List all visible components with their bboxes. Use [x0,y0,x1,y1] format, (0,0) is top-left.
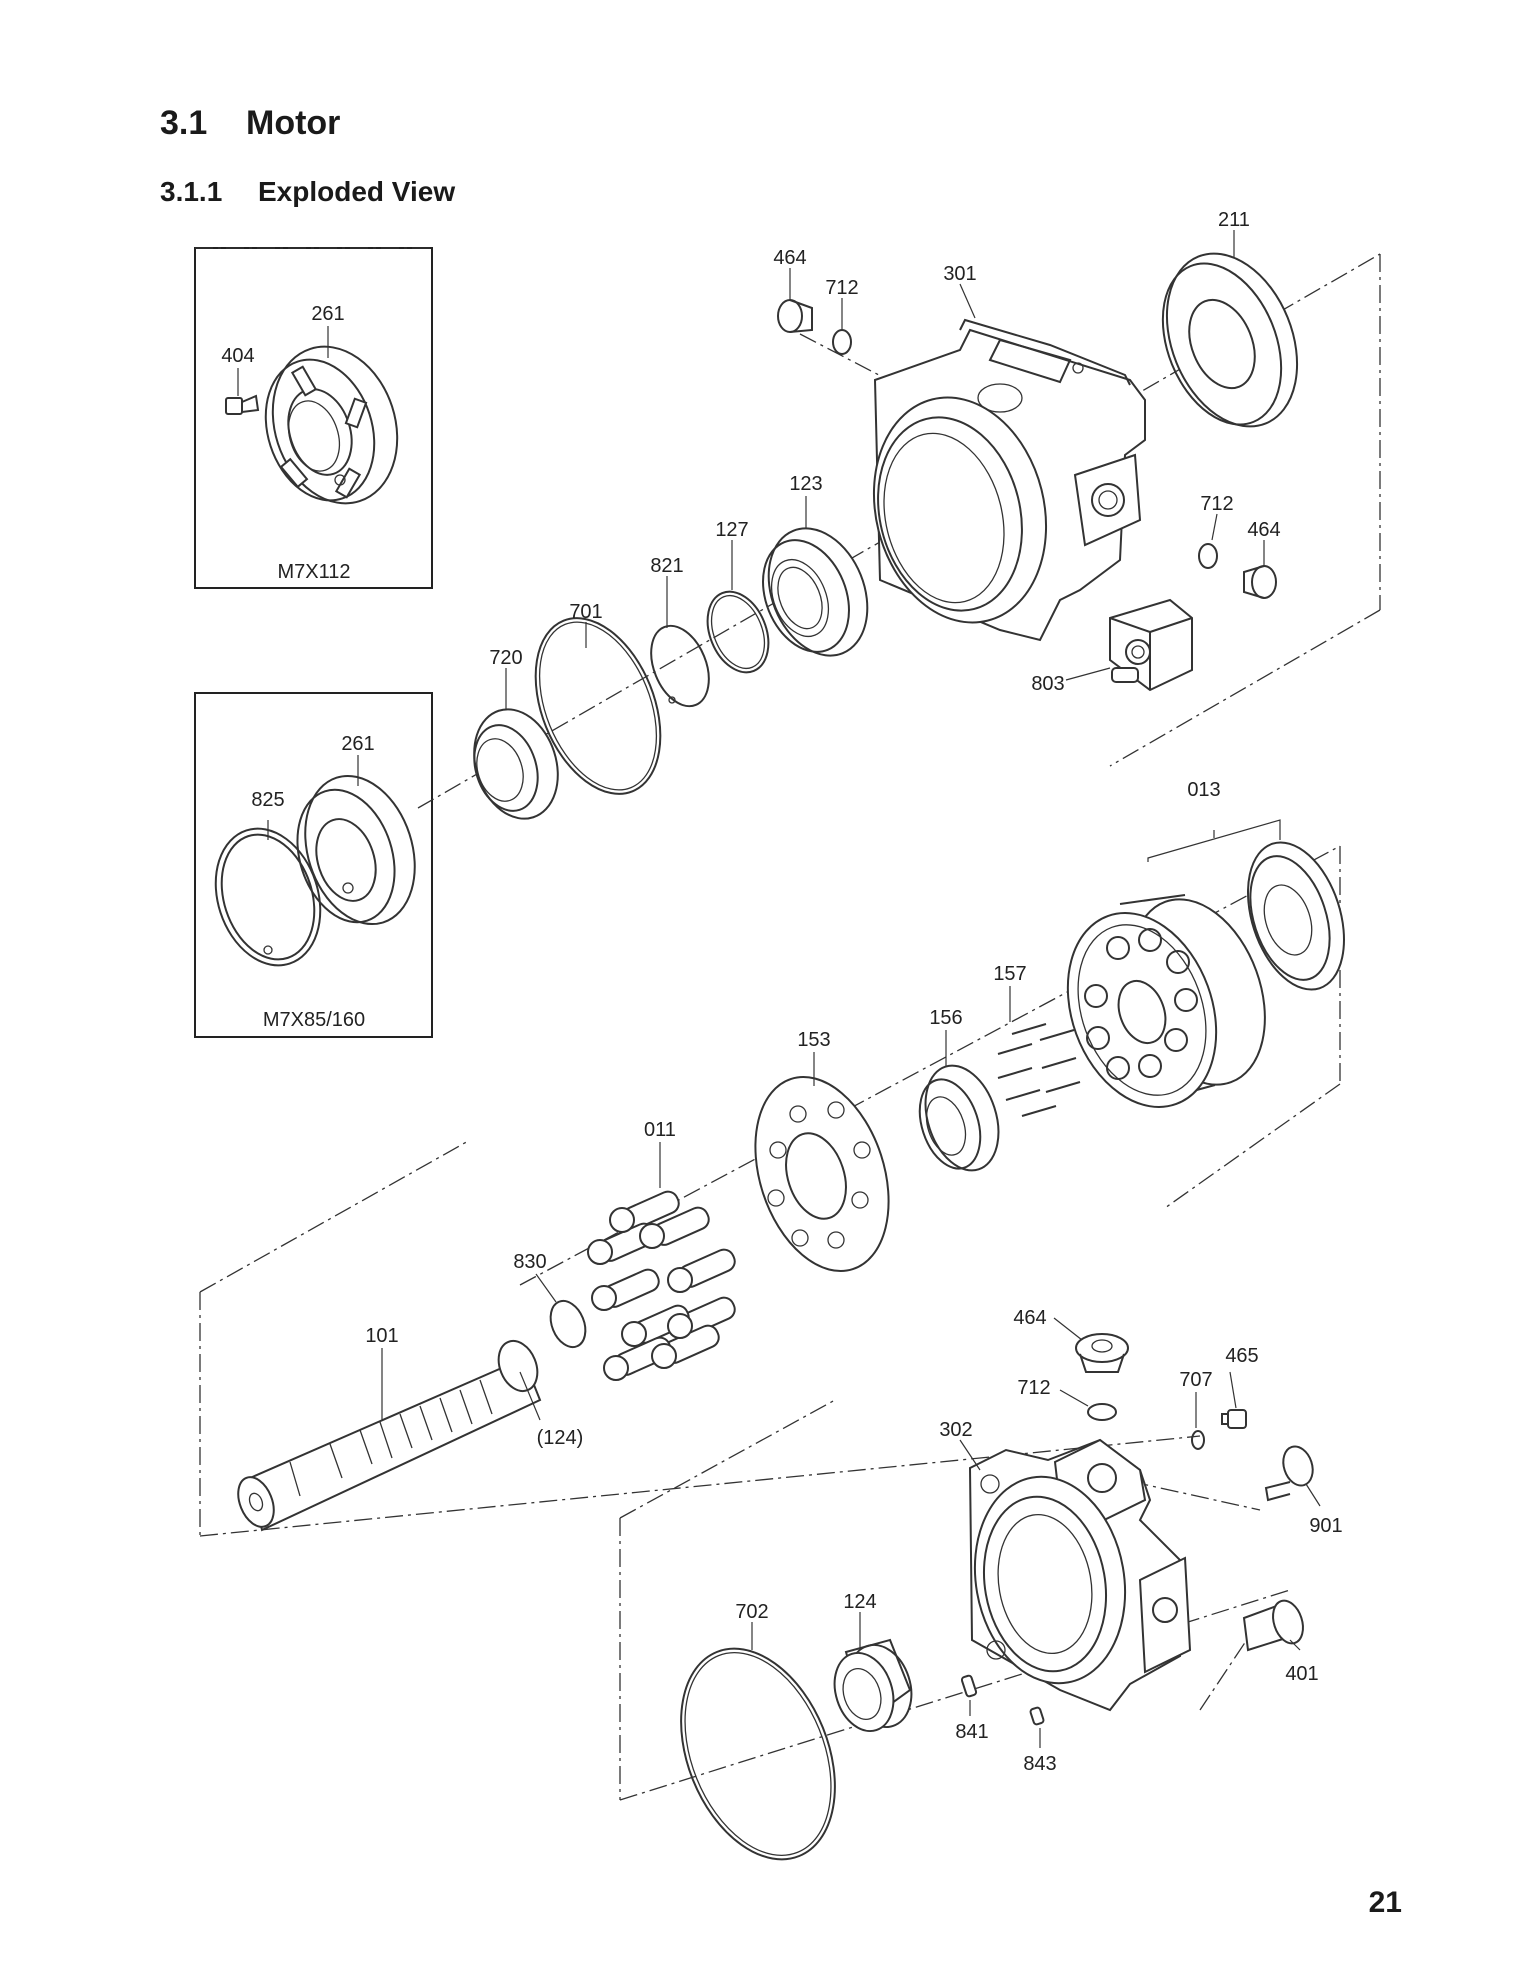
part-101-drive-shaft [237,1339,542,1532]
label-464: 464 [773,247,806,269]
part-153-retainer-plate [754,1075,890,1273]
part-013-cylinder-block [1066,894,1266,1108]
part-labels: 211 464 712 301 123 127 821 701 720 712 … [365,209,1342,1775]
subsection-title: Exploded View [258,176,456,207]
label-465: 465 [1225,1345,1258,1367]
part-124-needle-bearing [833,1638,913,1733]
label-712: 712 [1017,1377,1050,1399]
label-157: 157 [993,963,1026,985]
label-124-ref: (124) [537,1427,584,1449]
section-number: 3.1 [160,104,208,142]
label-013: 013 [1187,779,1220,801]
page-number: 21 [1368,1886,1402,1919]
part-211-swash-plate [1161,252,1299,428]
label-712: 712 [825,277,858,299]
label-404: 404 [221,345,254,367]
label-830: 830 [513,1251,546,1273]
label-901: 901 [1309,1515,1342,1537]
part-720-oil-seal [473,708,559,820]
part-156-spherical-bushing [918,1064,1000,1172]
leader-lines [381,230,1321,1748]
label-101: 101 [365,1325,398,1347]
label-127: 127 [715,519,748,541]
section-title: Motor [246,104,341,142]
part-302-rear-housing [968,1438,1192,1712]
part-464-plug-bottom [1075,1333,1129,1373]
label-702: 702 [735,1601,768,1623]
label-302: 302 [939,1419,972,1441]
part-013-valve-plate [1247,841,1345,991]
part-404-bolt [225,394,260,415]
part-825-snap-ring [214,827,322,967]
label-464: 464 [1013,1307,1046,1329]
part-841-pin [960,1674,978,1698]
part-712-o-ring-side [1198,543,1218,569]
variant-box-m7x112: 261 404 M7X112 [194,247,433,589]
part-707-o-ring [1191,1430,1205,1450]
label-841: 841 [955,1721,988,1743]
label-720: 720 [489,647,522,669]
part-401-bolt [1242,1599,1304,1652]
part-011-piston-assembly [587,1190,736,1381]
part-127-shim [706,590,770,674]
label-843: 843 [1023,1753,1056,1775]
label-153: 153 [797,1029,830,1051]
label-123: 123 [789,473,822,495]
part-803-valve [1109,598,1193,692]
part-261-endplate [296,774,416,926]
variant-caption-m7x112: M7X112 [277,561,350,583]
label-156: 156 [929,1007,962,1029]
section-heading: 3.1 Motor [160,104,340,143]
part-465-plug [1221,1409,1247,1429]
part-261-endplate [264,345,399,505]
part-843-pin [1029,1706,1045,1726]
label-401: 401 [1285,1663,1318,1685]
label-124: 124 [843,1591,876,1613]
label-821: 821 [650,555,683,577]
part-464-plug-side [1243,565,1277,599]
label-301: 301 [943,263,976,285]
subsection-heading: 3.1.1 Exploded View [160,176,455,208]
part-123-bearing [762,527,869,657]
part-701-o-ring [534,617,662,795]
variant-box-m7x85-160: 825 261 M7X85/160 [194,692,433,1038]
label-261: 261 [341,733,374,755]
part-702-o-ring [680,1647,836,1861]
part-464-plug-top [777,299,813,333]
label-825: 825 [251,789,284,811]
part-821-snap-ring [650,624,710,708]
part-301-housing [872,318,1146,642]
part-830-snap-ring [549,1299,587,1349]
label-712: 712 [1200,493,1233,515]
label-261: 261 [311,303,344,325]
part-157-springs [997,1023,1081,1117]
part-712-o-ring-bottom [1087,1403,1117,1421]
label-464: 464 [1247,519,1280,541]
variant-caption-m7x85-160: M7X85/160 [263,1009,365,1031]
part-901-eye-bolt [1264,1445,1314,1502]
label-211: 211 [1218,209,1250,231]
label-803: 803 [1031,673,1064,695]
label-707: 707 [1179,1369,1212,1391]
label-701: 701 [569,601,602,623]
part-712-o-ring-top [832,329,852,355]
label-011: 011 [644,1119,676,1141]
subsection-number: 3.1.1 [160,176,223,207]
